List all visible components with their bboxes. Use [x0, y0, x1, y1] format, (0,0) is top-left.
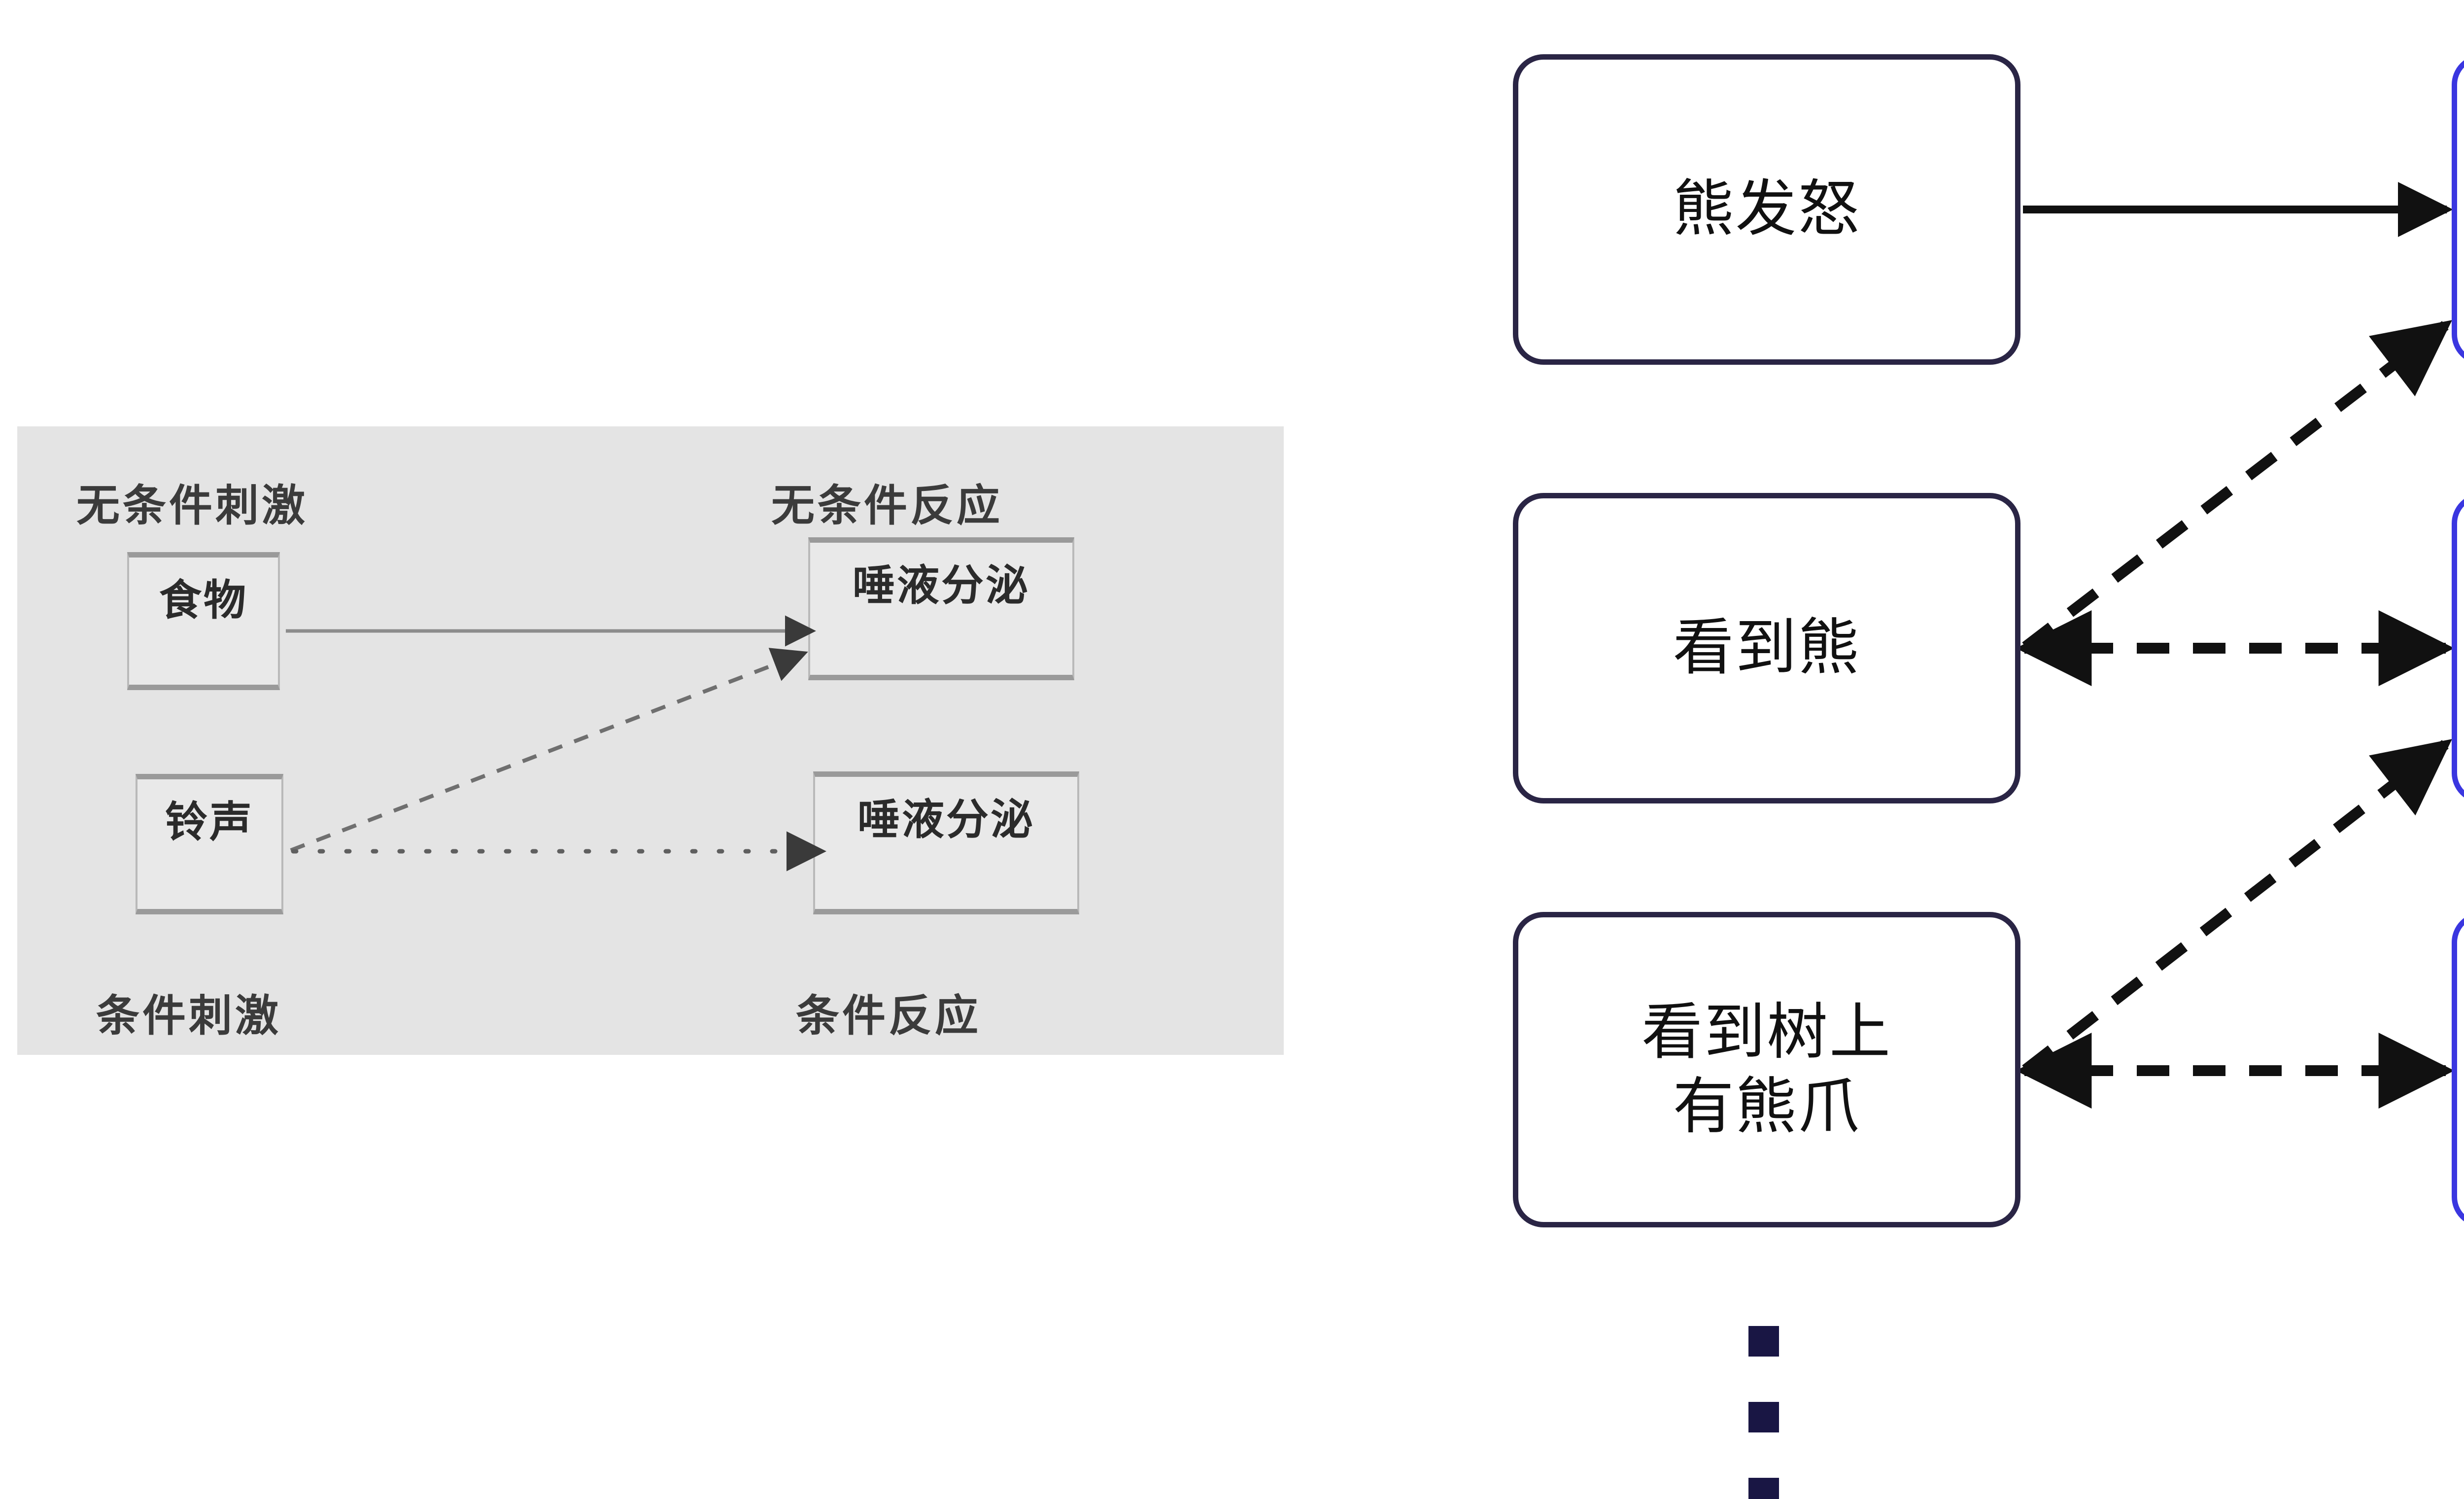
- state-box-see-bear-label: 看到熊: [1673, 612, 1861, 684]
- classical-box-salivation-unconditioned-label: 唾液分泌: [853, 561, 1030, 610]
- state-box-bear-claws-on-tree-label: 看到树上 有熊爪: [1641, 996, 1892, 1142]
- state-box-bear-angry-label: 熊发怒: [1673, 174, 1861, 245]
- ellipsis-dot: [1748, 1478, 1779, 1499]
- value-box-reward[interactable]: 奖励: [2452, 54, 2464, 365]
- arrow-bell-to-unconditioned-salivation: [290, 648, 808, 852]
- arrow-see-bear-to-reward: [2022, 320, 2452, 651]
- classical-box-salivation-conditioned: 唾液分泌: [813, 771, 1079, 914]
- value-box-v-s-prime[interactable]: V(s′): [2452, 493, 2464, 803]
- classical-box-salivation-unconditioned: 唾液分泌: [808, 537, 1074, 680]
- classical-box-bell-label: 铃声: [165, 798, 254, 847]
- conditioned-response-label: 条件反应: [796, 990, 982, 1041]
- state-box-see-bear[interactable]: 看到熊: [1513, 493, 2020, 803]
- state-box-bear-angry[interactable]: 熊发怒: [1513, 54, 2020, 365]
- classical-box-food-label: 食物: [159, 576, 248, 625]
- classical-conditioning-panel: 无条件刺激 无条件反应 食物 铃声 唾液分泌 唾液分泌: [17, 426, 1284, 1055]
- unconditioned-stimulus-heading: 无条件刺激: [76, 480, 308, 531]
- value-box-v-s[interactable]: V(s): [2452, 912, 2464, 1227]
- classical-arrows-group: [286, 615, 826, 872]
- classical-box-bell: 铃声: [136, 774, 283, 914]
- ellipsis-states: [1748, 1326, 1783, 1499]
- conditioned-stimulus-label: 条件刺激: [96, 990, 282, 1041]
- ellipsis-dot: [1748, 1402, 1779, 1432]
- state-box-bear-claws-on-tree[interactable]: 看到树上 有熊爪: [1513, 912, 2020, 1227]
- rl-value-diagram: 熊发怒 看到熊 看到树上 有熊爪 奖励 V(s′) V(s): [1478, 0, 2464, 1499]
- classical-box-food: 食物: [127, 552, 280, 690]
- unconditioned-response-heading: 无条件反应: [771, 480, 1003, 531]
- ellipsis-dot: [1748, 1326, 1779, 1357]
- classical-box-salivation-conditioned-label: 唾液分泌: [857, 795, 1035, 844]
- arrow-claws-to-vsprime: [2022, 739, 2452, 1074]
